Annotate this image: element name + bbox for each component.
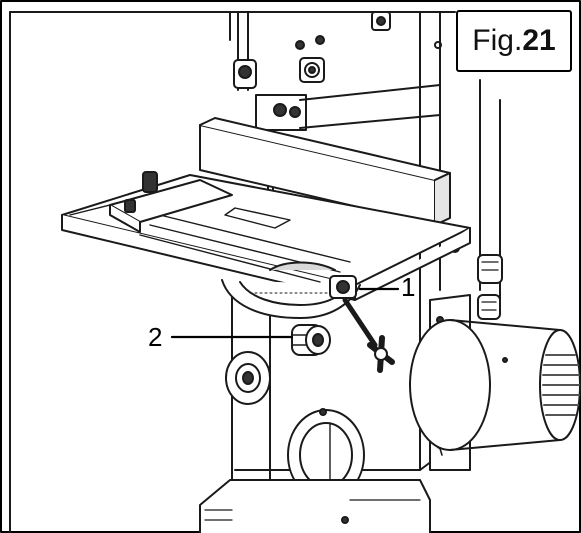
motor <box>409 294 581 471</box>
figure-prefix: Fig. <box>472 24 523 57</box>
tilt-adjust-knob <box>291 324 331 356</box>
tilt-lock-lever <box>329 275 395 373</box>
figure-label: Fig. 21 <box>456 10 572 72</box>
saw-base <box>199 479 431 533</box>
dust-port <box>287 408 365 501</box>
saw-table <box>61 171 471 301</box>
figure-number: 21 <box>522 24 556 57</box>
side-knobs <box>477 254 503 320</box>
blade-guide <box>233 11 441 216</box>
lower-knob <box>225 351 271 405</box>
rip-fence <box>199 117 451 226</box>
callout-1-label: 1 <box>401 272 416 302</box>
callout-2-label: 2 <box>148 322 163 352</box>
